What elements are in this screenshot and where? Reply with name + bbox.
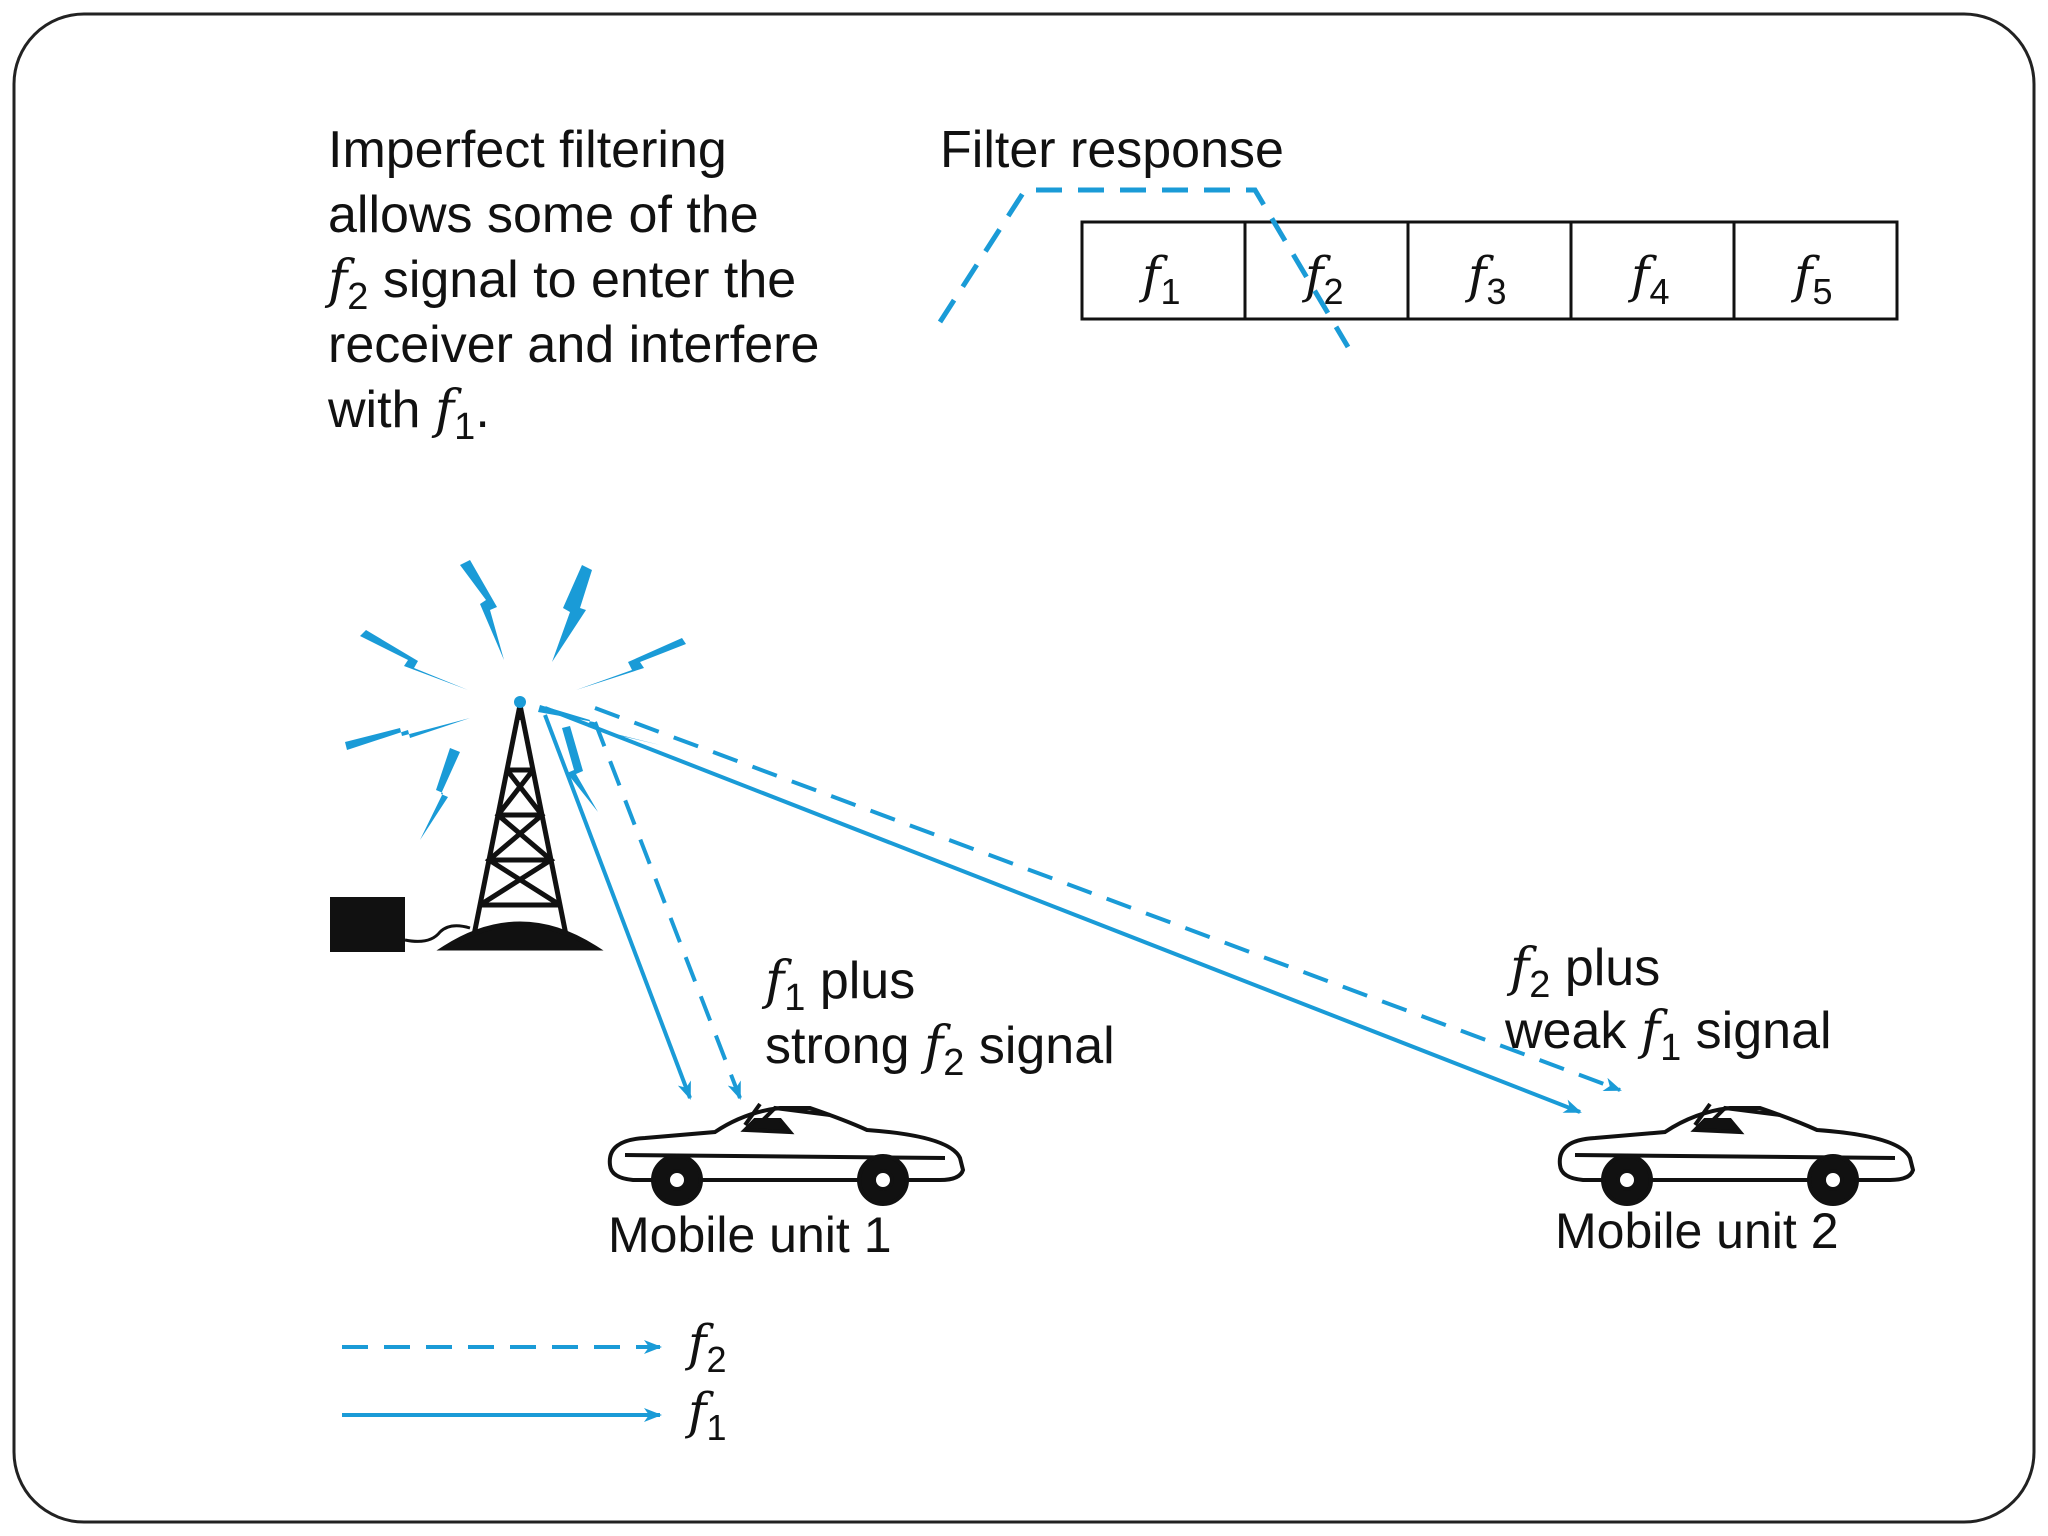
f2-to-unit2 <box>594 706 1622 1092</box>
unit2-note: f2 plus weak f1 signal <box>1504 938 1832 1069</box>
f2-to-unit1 <box>593 721 742 1100</box>
caption-line-4: receiver and interfere <box>328 316 819 374</box>
radio-tower-icon <box>436 700 604 951</box>
channel-label-4: f4 <box>1627 246 1670 312</box>
filter-response-title: Filter response <box>940 121 1284 179</box>
unit1-note-line-1: f1 plus <box>761 951 915 1019</box>
caption: Imperfect filtering allows some of the f… <box>324 121 819 448</box>
f1-to-unit2 <box>544 706 1582 1114</box>
channel-label-3: f3 <box>1464 246 1507 312</box>
unit2-note-line-2: weak f1 signal <box>1504 1001 1832 1069</box>
f1-to-unit1 <box>543 714 692 1100</box>
car-icon <box>607 1102 966 1206</box>
unit2-note-line-1: f2 plus <box>1506 938 1660 1006</box>
signal-paths <box>543 706 1622 1114</box>
filter-response-curve <box>937 187 1351 349</box>
unit1-note: f1 plus strong f2 signal <box>761 951 1115 1084</box>
caption-line-1: Imperfect filtering <box>328 121 727 179</box>
channel-box-5 <box>1732 220 1899 321</box>
unit1-note-line-2: strong f2 signal <box>765 1016 1115 1084</box>
lightning-icon <box>345 560 686 840</box>
tower-tip <box>514 696 526 708</box>
transmitter-box-icon <box>330 897 405 952</box>
transmitter-cable <box>404 924 471 943</box>
slide-frame <box>12 12 2036 1524</box>
car-icon <box>1557 1102 1916 1206</box>
mobile-unit-2-label: Mobile unit 2 <box>1555 1203 1839 1259</box>
mobile-unit-1-label: Mobile unit 1 <box>608 1207 892 1263</box>
caption-line-3: f2 signal to enter the <box>324 250 796 318</box>
caption-line-2: allows some of the <box>328 186 759 244</box>
